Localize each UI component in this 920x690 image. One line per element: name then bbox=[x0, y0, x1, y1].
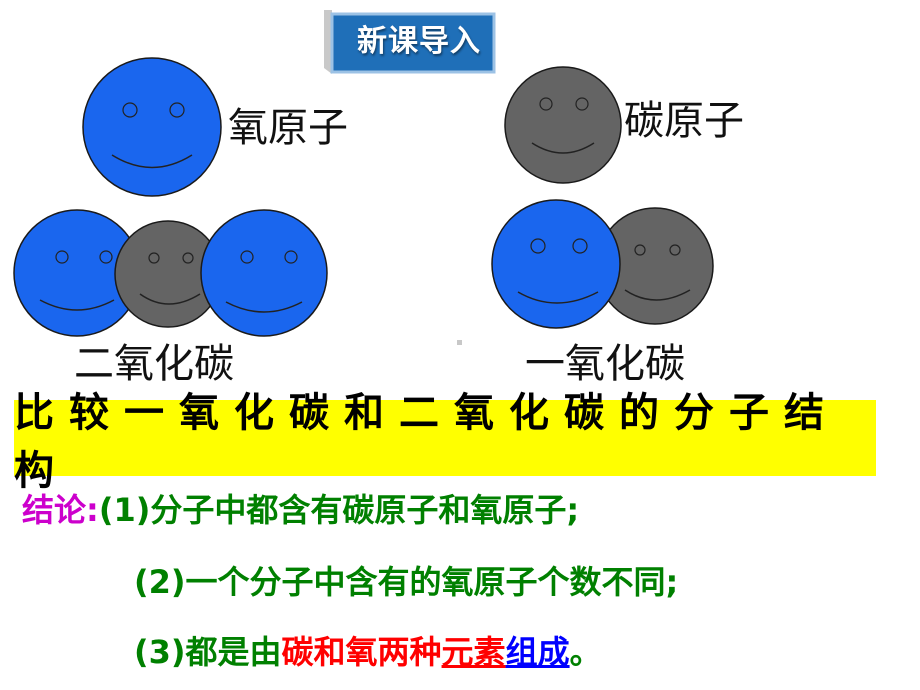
co2-oxygen-left-face bbox=[13, 209, 141, 337]
co2-molecule bbox=[13, 209, 328, 337]
co-carbon-face bbox=[596, 207, 714, 325]
badge-label: 新课导入 bbox=[357, 24, 481, 59]
stray-dot bbox=[457, 340, 462, 345]
conclusion-colon: : bbox=[86, 491, 99, 529]
oxygen-atom-label: 氧原子 bbox=[228, 105, 348, 151]
conclusion-text-3c: 元素 bbox=[441, 633, 506, 671]
banner-title: 比较一氧化碳和二氧化碳的分子结构 bbox=[14, 390, 839, 494]
conclusion-text-3b: 碳和氧两种 bbox=[281, 633, 442, 671]
co-oxygen-face bbox=[491, 199, 621, 329]
conclusion-text-3d: 组成 bbox=[505, 633, 570, 671]
carbon-atom-face bbox=[504, 66, 622, 184]
badge-shape bbox=[324, 10, 496, 74]
conclusion-text-2: (2)一个分子中含有的氧原子个数不同; bbox=[134, 563, 679, 601]
oxygen-atom-face bbox=[82, 57, 222, 197]
molecule-illustrations bbox=[13, 57, 714, 337]
conclusion-line-3: (3)都是由碳和氧两种元素组成。 bbox=[134, 630, 602, 674]
comparison-banner: 比较一氧化碳和二氧化碳的分子结构 bbox=[14, 390, 876, 494]
conclusion-prefix: 结论 bbox=[22, 491, 87, 529]
conclusion-text-3e: 。 bbox=[569, 633, 602, 671]
co-label: 一氧化碳 bbox=[525, 341, 685, 387]
conclusion-line-1: 结论:(1)分子中都含有碳原子和氧原子; bbox=[22, 488, 579, 532]
lesson-intro-badge: 新课导入 bbox=[318, 8, 496, 76]
co2-label: 二氧化碳 bbox=[74, 341, 234, 387]
conclusion-text-3a: (3)都是由 bbox=[134, 633, 282, 671]
co2-oxygen-right-face bbox=[200, 209, 328, 337]
carbon-atom-label: 碳原子 bbox=[624, 98, 744, 144]
co-molecule bbox=[491, 199, 714, 329]
conclusion-text-1: (1)分子中都含有碳原子和氧原子; bbox=[98, 491, 580, 529]
conclusion-line-2: (2)一个分子中含有的氧原子个数不同; bbox=[134, 560, 678, 604]
